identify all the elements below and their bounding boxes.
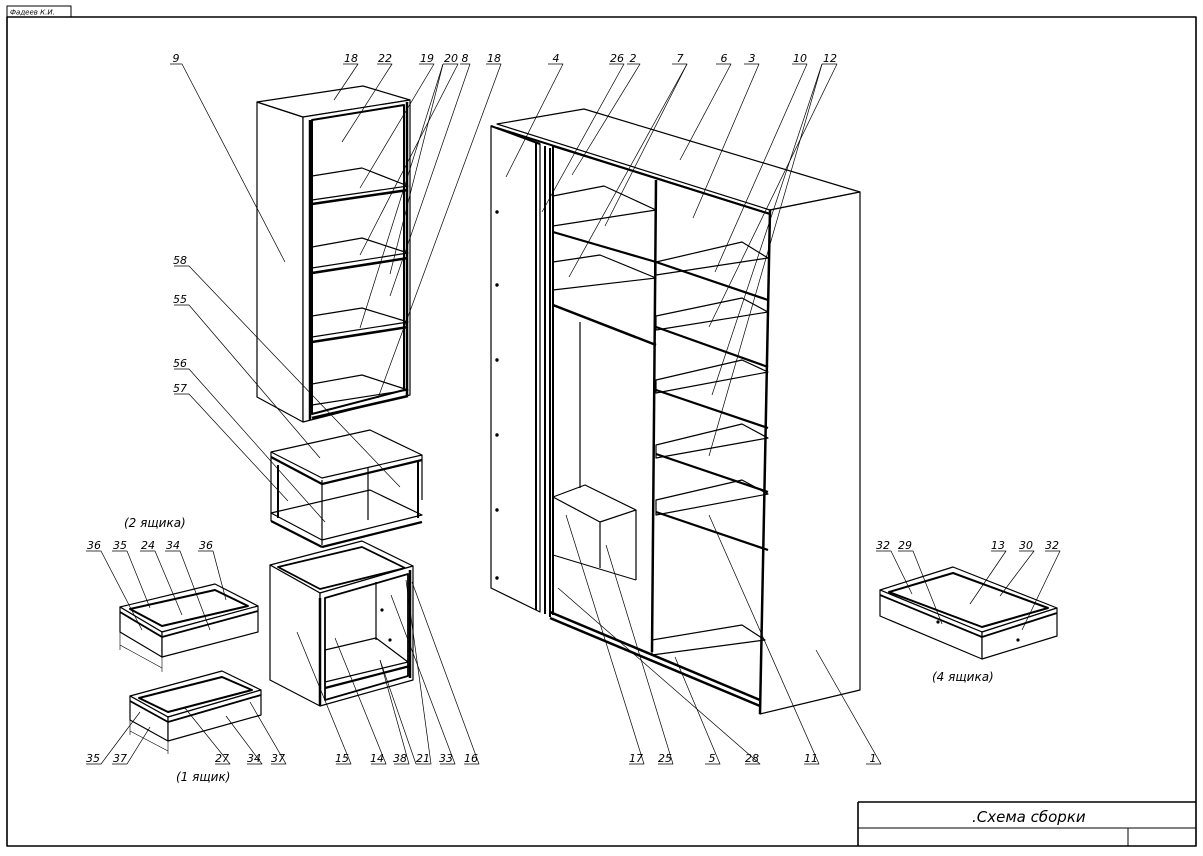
- callout-22: 22: [378, 52, 392, 65]
- callout-17: 17: [629, 752, 643, 765]
- callout-28: 28: [745, 752, 759, 765]
- upper-shelf-unit: [256, 85, 411, 423]
- author-box: [6, 5, 72, 18]
- callout-30: 30: [1019, 539, 1033, 552]
- lower-cabinet: [269, 540, 414, 707]
- callout-8: 8: [462, 52, 469, 65]
- callout-34: 34: [247, 752, 261, 765]
- callout-18: 18: [344, 52, 358, 65]
- callout-7: 7: [677, 52, 684, 65]
- callout-3: 3: [749, 52, 756, 65]
- middle-open-box: [270, 429, 423, 549]
- callout-11: 11: [804, 752, 818, 765]
- callout-37: 37: [113, 752, 127, 765]
- callout-18: 18: [487, 52, 501, 65]
- callout-55: 55: [173, 293, 187, 306]
- callout-9: 9: [173, 52, 180, 65]
- drawing-frame: [6, 16, 1197, 847]
- callout-29: 29: [898, 539, 912, 552]
- drawer-box-quad: [879, 566, 1058, 660]
- leader-lines: [86, 63, 1061, 765]
- callout-14: 14: [370, 752, 384, 765]
- note-four-drawers: (4 ящика): [932, 670, 994, 684]
- callout-10: 10: [793, 52, 807, 65]
- wardrobe: [490, 108, 861, 715]
- author-name: Фадеев К.И.: [10, 9, 55, 17]
- callout-38: 38: [393, 752, 407, 765]
- callout-26: 26: [610, 52, 624, 65]
- callout-13: 13: [991, 539, 1005, 552]
- callout-37: 37: [271, 752, 285, 765]
- callout-19: 19: [420, 52, 434, 65]
- callout-36: 36: [87, 539, 101, 552]
- callout-6: 6: [721, 52, 728, 65]
- callout-25: 25: [658, 752, 672, 765]
- callout-27: 27: [215, 752, 229, 765]
- callout-32: 32: [1045, 539, 1059, 552]
- title-block: .Схема сборки: [857, 801, 1196, 846]
- callout-12: 12: [823, 52, 837, 65]
- callout-56: 56: [173, 357, 187, 370]
- callout-4: 4: [553, 52, 560, 65]
- callout-1: 1: [870, 752, 877, 765]
- callout-5: 5: [709, 752, 716, 765]
- callout-21: 21: [416, 752, 430, 765]
- callout-2: 2: [630, 52, 637, 65]
- callout-20: 20: [444, 52, 458, 65]
- callout-34: 34: [166, 539, 180, 552]
- callout-35: 35: [86, 752, 100, 765]
- callout-36: 36: [199, 539, 213, 552]
- callout-15: 15: [335, 752, 349, 765]
- callout-24: 24: [141, 539, 155, 552]
- callout-58: 58: [173, 254, 187, 267]
- drawer-box-single: [129, 670, 262, 754]
- callout-16: 16: [464, 752, 478, 765]
- note-two-drawers: (2 ящика): [124, 516, 186, 530]
- callout-32: 32: [876, 539, 890, 552]
- callout-57: 57: [173, 382, 187, 395]
- callout-35: 35: [113, 539, 127, 552]
- callout-33: 33: [439, 752, 453, 765]
- drawer-box-pair: [119, 583, 259, 672]
- drawing-title: .Схема сборки: [972, 808, 1086, 826]
- note-one-drawer: (1 ящик): [176, 770, 230, 784]
